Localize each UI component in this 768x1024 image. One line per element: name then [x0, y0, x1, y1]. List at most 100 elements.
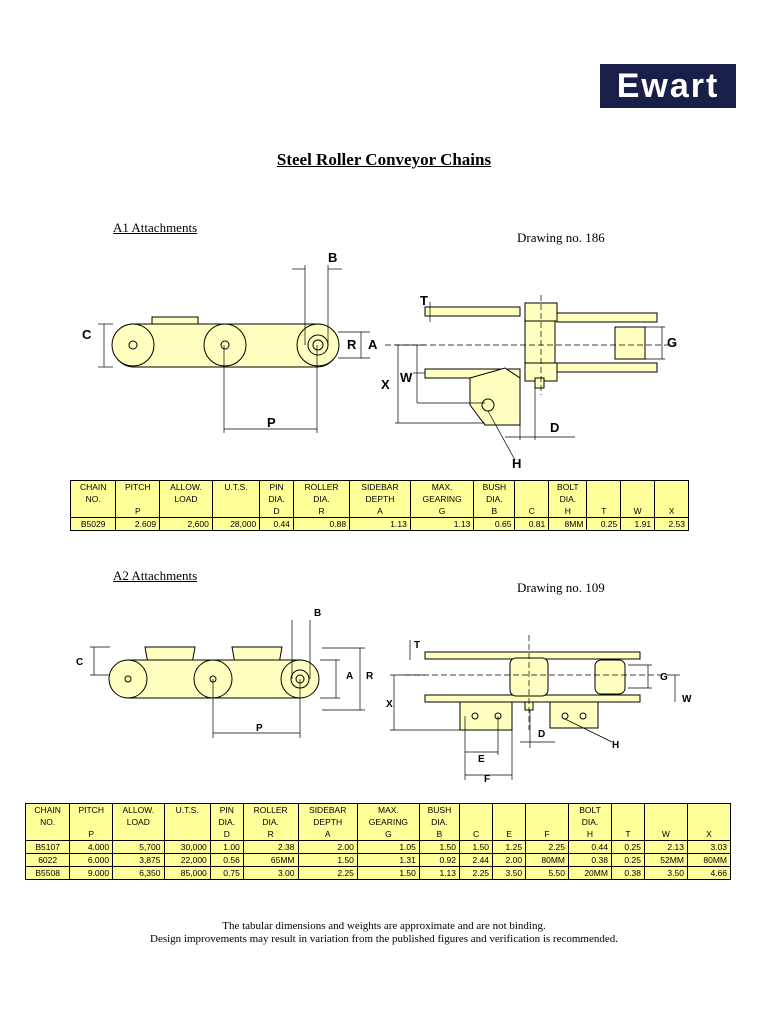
- table-cell: 0.38: [610, 866, 645, 880]
- table-cell: 52MM: [643, 853, 688, 867]
- header-cell: DIA.: [293, 493, 351, 505]
- header-cell: [211, 493, 261, 505]
- header-cell: D: [259, 505, 295, 518]
- header-cell: [654, 480, 689, 493]
- table-cell: 3.50: [492, 866, 527, 880]
- header-cell: DEPTH: [297, 816, 358, 828]
- header-cell: ALLOW.: [112, 803, 165, 816]
- table-cell: 6.000: [69, 853, 114, 867]
- header-cell: [459, 803, 494, 816]
- table-cell: 2.44: [459, 853, 494, 867]
- header-cell: [159, 505, 213, 518]
- a1-label-p: P: [267, 415, 276, 430]
- table-cell: 1.50: [459, 840, 494, 854]
- header-cell: [112, 828, 165, 841]
- table-cell: 0.44: [259, 517, 295, 531]
- table-cell: 0.75: [209, 866, 244, 880]
- header-cell: BUSH: [473, 480, 516, 493]
- header-cell: C: [459, 828, 494, 841]
- header-cell: [643, 816, 688, 828]
- header-cell: GEARING: [409, 493, 475, 505]
- table-cell: 1.91: [620, 517, 656, 531]
- a2-drawing-no: Drawing no. 109: [517, 580, 605, 595]
- table-cell: 2.25: [297, 866, 358, 880]
- header-cell: [163, 828, 211, 841]
- header-cell: W: [643, 828, 688, 841]
- a2-plan-view-drawing: T G W X D H E F: [386, 635, 692, 785]
- a2-label-b: B: [314, 608, 321, 619]
- header-cell: [211, 505, 261, 518]
- header-cell: [163, 816, 211, 828]
- a2-side-view-drawing: B C A R P: [76, 608, 374, 738]
- a1-label-t: T: [420, 293, 428, 308]
- header-cell: E: [492, 828, 527, 841]
- header-cell: DIA.: [418, 816, 461, 828]
- header-cell: ROLLER: [293, 480, 351, 493]
- chain-no-cell: B5029: [69, 517, 117, 531]
- header-cell: U.T.S.: [163, 803, 211, 816]
- table-cell: 0.81: [514, 517, 550, 531]
- table-cell: 1.50: [356, 866, 420, 880]
- table-cell: 0.25: [610, 853, 645, 867]
- table-cell: 4.000: [69, 840, 114, 854]
- a1-label-g: G: [667, 335, 677, 350]
- table-cell: 8MM: [548, 517, 588, 531]
- header-cell: [686, 803, 732, 816]
- header-cell: [643, 803, 688, 816]
- a1-heading: A1 Attachments: [113, 220, 198, 235]
- header-cell: GEARING: [356, 816, 420, 828]
- table-cell: 0.25: [610, 840, 645, 854]
- header-cell: PITCH: [115, 480, 161, 493]
- table-cell: 2,600: [159, 517, 213, 531]
- header-cell: T: [586, 505, 622, 518]
- header-cell: X: [686, 828, 732, 841]
- header-cell: [525, 816, 569, 828]
- header-cell: P: [69, 828, 114, 841]
- table-cell: 2.00: [297, 840, 358, 854]
- table-cell: 0.44: [568, 840, 612, 854]
- header-cell: MAX.: [356, 803, 420, 816]
- header-cell: [620, 493, 656, 505]
- a2-label-e: E: [478, 754, 485, 765]
- header-cell: PIN: [259, 480, 295, 493]
- header-cell: W: [620, 505, 656, 518]
- table-cell: 0.38: [568, 853, 612, 867]
- header-cell: LOAD: [112, 816, 165, 828]
- header-cell: D: [209, 828, 244, 841]
- table-cell: 3,875: [112, 853, 165, 867]
- a1-plan-view-drawing: T G X W D H: [381, 293, 677, 471]
- header-cell: [610, 803, 645, 816]
- header-cell: H: [568, 828, 612, 841]
- table-cell: 1.50: [418, 840, 461, 854]
- a2-label-f: F: [484, 774, 490, 785]
- header-cell: DIA.: [242, 816, 299, 828]
- a2-label-x: X: [386, 699, 393, 710]
- header-cell: PIN: [209, 803, 244, 816]
- a2-label-r: R: [366, 671, 374, 682]
- header-cell: [492, 803, 527, 816]
- table-cell: 9.000: [69, 866, 114, 880]
- header-cell: [514, 493, 550, 505]
- header-cell: [24, 828, 71, 841]
- a2-heading: A2 Attachments: [113, 568, 198, 583]
- header-cell: X: [654, 505, 689, 518]
- table-cell: 5.50: [525, 866, 569, 880]
- header-cell: G: [409, 505, 475, 518]
- header-cell: LOAD: [159, 493, 213, 505]
- header-cell: [586, 480, 622, 493]
- header-cell: P: [115, 505, 161, 518]
- header-cell: [514, 480, 550, 493]
- chain-no-cell: 6022: [24, 853, 71, 867]
- table-cell: 1.31: [356, 853, 420, 867]
- table-cell: 0.88: [293, 517, 351, 531]
